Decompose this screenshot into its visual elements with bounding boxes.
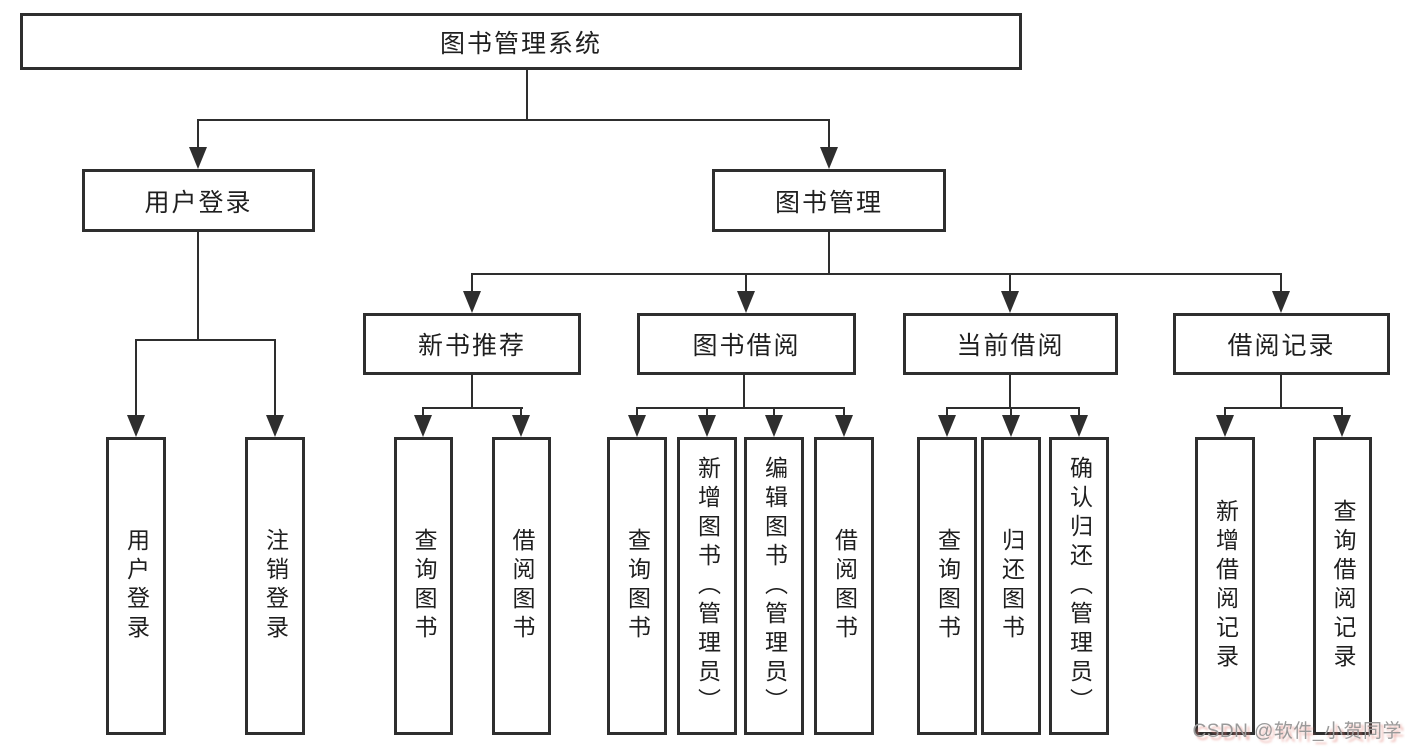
node-label: 注销登录 bbox=[262, 528, 289, 644]
arrow-down-icon bbox=[835, 415, 853, 437]
connector-line bbox=[636, 407, 638, 415]
arrow-down-icon bbox=[737, 291, 755, 313]
node-br-add-record: 新增借阅记录 bbox=[1195, 437, 1255, 735]
arrow-down-icon bbox=[414, 415, 432, 437]
arrow-down-icon bbox=[1216, 415, 1234, 437]
connector-line bbox=[422, 407, 523, 409]
connector-line bbox=[1280, 273, 1282, 291]
connector-line bbox=[1341, 407, 1343, 415]
connector-line bbox=[1009, 273, 1011, 291]
node-label: 确认归还（管理员） bbox=[1066, 455, 1093, 717]
node-label: 编辑图书（管理员） bbox=[761, 455, 788, 717]
connector-line bbox=[422, 407, 424, 415]
node-new-book-recommendation: 新书推荐 bbox=[363, 313, 581, 375]
arrow-down-icon bbox=[1272, 291, 1290, 313]
node-bb-add-books-admin: 新增图书（管理员） bbox=[677, 437, 737, 735]
connector-line bbox=[1009, 375, 1011, 408]
arrow-down-icon bbox=[189, 147, 207, 169]
connector-line bbox=[197, 119, 830, 121]
node-book-management: 图书管理 bbox=[712, 169, 946, 232]
arrow-down-icon bbox=[512, 415, 530, 437]
node-user-login-action: 用户登录 bbox=[106, 437, 166, 735]
connector-line bbox=[471, 375, 473, 408]
connector-line bbox=[135, 339, 276, 341]
node-label: 借阅记录 bbox=[1227, 332, 1336, 360]
arrow-down-icon bbox=[628, 415, 646, 437]
connector-line bbox=[706, 407, 708, 415]
node-label: 查询借阅记录 bbox=[1330, 499, 1356, 673]
connector-line bbox=[1010, 407, 1012, 415]
connector-line bbox=[828, 232, 830, 273]
node-label: 用户登录 bbox=[123, 528, 150, 644]
node-label: 借阅图书 bbox=[509, 528, 535, 644]
arrow-down-icon bbox=[1070, 415, 1088, 437]
node-label: 新书推荐 bbox=[417, 332, 526, 360]
arrow-down-icon bbox=[698, 415, 716, 437]
connector-line bbox=[773, 407, 775, 415]
node-cb-confirm-return-admin: 确认归还（管理员） bbox=[1049, 437, 1109, 735]
node-bb-borrow-books: 借阅图书 bbox=[814, 437, 874, 735]
connector-line bbox=[471, 273, 1282, 275]
node-label: 当前借阅 bbox=[956, 332, 1065, 360]
node-bb-edit-books-admin: 编辑图书（管理员） bbox=[744, 437, 804, 735]
node-br-query-record: 查询借阅记录 bbox=[1313, 437, 1372, 735]
node-book-borrowing: 图书借阅 bbox=[637, 313, 856, 375]
node-label: 查询图书 bbox=[624, 528, 651, 644]
connector-line bbox=[946, 407, 948, 415]
node-user-login: 用户登录 bbox=[82, 169, 315, 232]
node-label: 查询图书 bbox=[934, 528, 961, 644]
arrow-down-icon bbox=[1333, 415, 1351, 437]
connector-line bbox=[197, 119, 199, 147]
connector-line bbox=[828, 119, 830, 147]
node-bb-query-books: 查询图书 bbox=[607, 437, 667, 735]
node-label: 新增借阅记录 bbox=[1212, 499, 1239, 673]
node-label: 图书借阅 bbox=[692, 332, 801, 360]
connector-line bbox=[526, 70, 528, 119]
arrow-down-icon bbox=[1002, 415, 1020, 437]
connector-line bbox=[1224, 407, 1343, 409]
connector-line bbox=[745, 273, 747, 291]
connector-line bbox=[743, 375, 745, 408]
node-label: 用户登录 bbox=[144, 188, 253, 217]
arrow-down-icon bbox=[820, 147, 838, 169]
node-label: 图书管理系统 bbox=[439, 29, 602, 58]
arrow-down-icon bbox=[266, 415, 284, 437]
node-label: 新增图书（管理员） bbox=[694, 455, 721, 717]
connector-line bbox=[1078, 407, 1080, 415]
arrow-down-icon bbox=[765, 415, 783, 437]
node-cb-query-books: 查询图书 bbox=[917, 437, 977, 735]
node-nbr-borrow-books: 借阅图书 bbox=[492, 437, 551, 735]
connector-line bbox=[946, 407, 1080, 409]
node-current-borrowing: 当前借阅 bbox=[903, 313, 1118, 375]
node-label: 图书管理 bbox=[774, 188, 883, 217]
node-borrowing-records: 借阅记录 bbox=[1173, 313, 1390, 375]
connector-line bbox=[274, 339, 276, 415]
node-label: 借阅图书 bbox=[831, 528, 858, 644]
csdn-watermark: CSDN @软件_小贺同学 bbox=[1192, 721, 1402, 742]
arrow-down-icon bbox=[938, 415, 956, 437]
connector-line bbox=[520, 407, 522, 415]
connector-line bbox=[135, 339, 137, 415]
connector-line bbox=[471, 273, 473, 291]
node-logout-action: 注销登录 bbox=[245, 437, 305, 735]
connector-line bbox=[1280, 375, 1282, 408]
node-label: 归还图书 bbox=[998, 528, 1025, 644]
connector-line bbox=[1224, 407, 1226, 415]
node-library-management-system: 图书管理系统 bbox=[20, 13, 1022, 70]
node-label: 查询图书 bbox=[411, 528, 437, 644]
node-nbr-query-books: 查询图书 bbox=[394, 437, 453, 735]
connector-line bbox=[843, 407, 845, 415]
arrow-down-icon bbox=[127, 415, 145, 437]
connector-line bbox=[197, 232, 199, 339]
node-cb-return-books: 归还图书 bbox=[981, 437, 1041, 735]
arrow-down-icon bbox=[1001, 291, 1019, 313]
arrow-down-icon bbox=[463, 291, 481, 313]
connector-line bbox=[636, 407, 845, 409]
